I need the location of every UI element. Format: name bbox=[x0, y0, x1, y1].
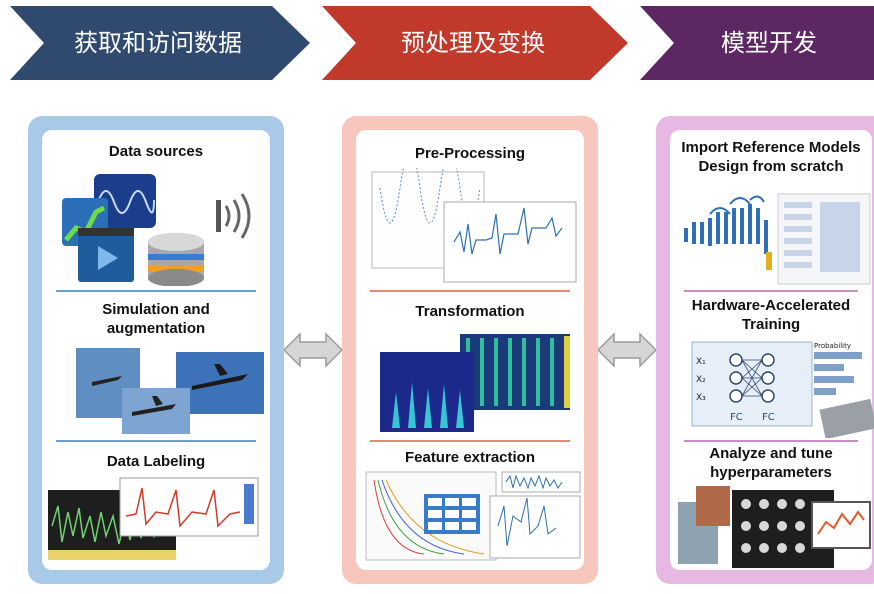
panel-model: Import Reference Models Design from scra… bbox=[656, 116, 874, 584]
double-arrow-icon bbox=[598, 332, 656, 368]
section-divider bbox=[684, 290, 858, 292]
section-hyperparameters: Analyze and tune hyperparameters bbox=[670, 442, 872, 568]
chevron-arrow-icon bbox=[322, 6, 628, 80]
section-divider bbox=[56, 440, 256, 442]
section-reference-models: Import Reference Models Design from scra… bbox=[670, 130, 872, 290]
section-feature-extraction: Feature extraction bbox=[356, 442, 584, 568]
section-title: Transformation bbox=[415, 303, 525, 320]
preprocessing-plots bbox=[371, 168, 577, 283]
section-divider bbox=[684, 440, 858, 442]
stage-banner-prep: 预处理及变换 bbox=[322, 6, 628, 80]
input-label: X₂ bbox=[696, 375, 706, 385]
section-preprocessing: Pre-Processing bbox=[356, 130, 584, 290]
section-divider bbox=[370, 290, 570, 292]
section-title: Simulation and augmentation bbox=[102, 301, 210, 337]
stage-title: 预处理及变换 bbox=[401, 29, 545, 57]
panel-prep: Pre-Processing Transformation bbox=[342, 116, 598, 584]
fc-label: FC bbox=[762, 412, 775, 423]
section-title: Data sources bbox=[108, 143, 204, 160]
input-label: X₃ bbox=[696, 393, 706, 403]
chevron-arrow-icon bbox=[640, 6, 874, 80]
section-title: Hardware-Accelerated Training bbox=[691, 297, 851, 333]
input-label: X₁ bbox=[696, 357, 706, 367]
stage-banner-model: 模型开发 bbox=[640, 6, 874, 80]
section-simulation: Simulation and augmentation bbox=[42, 292, 270, 440]
section-data-sources: Data sources bbox=[42, 130, 270, 290]
section-title: Data Labeling bbox=[106, 453, 206, 470]
probability-label: Probability bbox=[814, 342, 851, 350]
section-hardware-training: Hardware-Accelerated Training X₁ X₂ X₃ F… bbox=[670, 292, 874, 440]
labeling-screenshot bbox=[48, 477, 259, 560]
stage-title: 获取和访问数据 bbox=[74, 29, 242, 57]
tuning-images bbox=[678, 486, 871, 568]
section-transformation: Transformation bbox=[356, 292, 584, 440]
stage-banner-data: 获取和访问数据 bbox=[10, 6, 310, 80]
airplane-images bbox=[76, 348, 264, 434]
section-title: Pre-Processing bbox=[414, 145, 526, 162]
chevron-arrow-icon bbox=[10, 6, 310, 80]
section-labeling: Data Labeling bbox=[42, 442, 270, 568]
fc-label: FC bbox=[730, 412, 743, 423]
panel-card: Import Reference Models Design from scra… bbox=[670, 130, 874, 570]
feature-extraction-plots bbox=[365, 471, 581, 561]
section-title: Analyze and tune hyperparameters bbox=[709, 445, 833, 481]
network-graph bbox=[684, 193, 871, 285]
section-title: Feature extraction bbox=[404, 449, 536, 466]
double-arrow-icon bbox=[284, 332, 342, 368]
neural-network-diagram: X₁ X₂ X₃ FC FC Probability bbox=[691, 341, 874, 438]
stage-title: 模型开发 bbox=[721, 29, 817, 57]
panel-data: Data sources bbox=[28, 116, 284, 584]
section-divider bbox=[56, 290, 256, 292]
spectrogram-images bbox=[380, 334, 570, 432]
panel-card: Data sources bbox=[42, 130, 270, 570]
section-divider bbox=[370, 440, 570, 442]
panel-card: Pre-Processing Transformation bbox=[356, 130, 584, 570]
section-title: Import Reference Models Design from scra… bbox=[681, 139, 861, 175]
data-sources-icons bbox=[62, 174, 251, 286]
